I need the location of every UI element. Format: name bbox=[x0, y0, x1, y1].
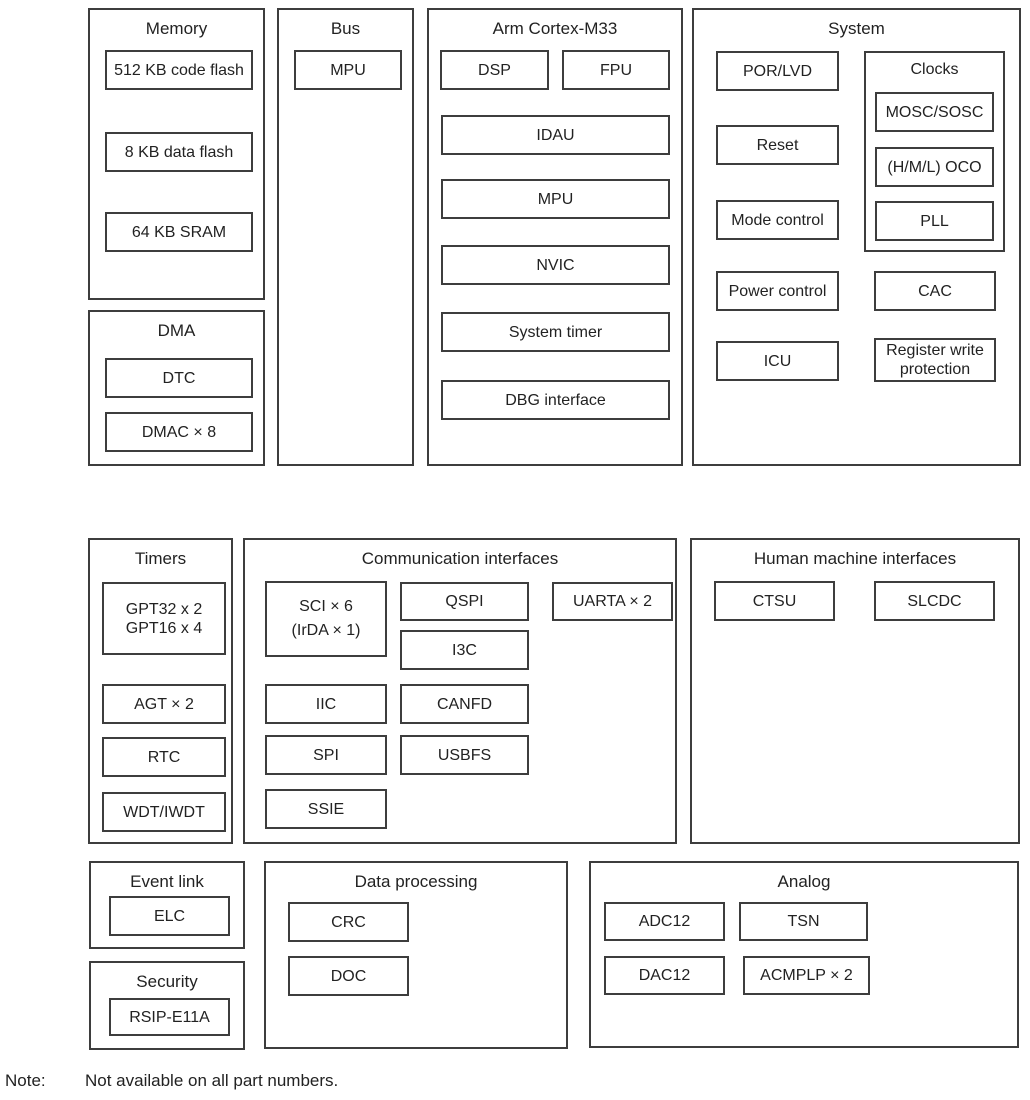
analog-group: Analog ADC12 TSN DAC12 ACMPLP × 2 bbox=[589, 861, 1019, 1048]
security-group-title: Security bbox=[136, 972, 198, 991]
wdt-box: WDT/IWDT bbox=[102, 792, 226, 832]
iic-box: IIC bbox=[265, 684, 387, 724]
clocks-subgroup-title: Clocks bbox=[910, 61, 959, 78]
power-control-box: Power control bbox=[716, 271, 839, 311]
por-lvd-box: POR/LVD bbox=[716, 51, 839, 91]
clocks-subgroup: Clocks MOSC/SOSC (H/M/L) OCO PLL bbox=[864, 51, 1005, 252]
gpt-box: GPT32 x 2 GPT16 x 4 bbox=[102, 582, 226, 655]
ctsu-box: CTSU bbox=[714, 581, 835, 621]
system-group-title: System bbox=[828, 19, 885, 38]
bus-mpu-box: MPU bbox=[294, 50, 402, 90]
note-text: Not available on all part numbers. bbox=[85, 1071, 339, 1090]
adc-box: ADC12 bbox=[604, 902, 725, 941]
icu-box: ICU bbox=[716, 341, 839, 381]
fpu-box: FPU bbox=[562, 50, 670, 90]
cac-box: CAC bbox=[874, 271, 996, 311]
tsn-box: TSN bbox=[739, 902, 868, 941]
crc-box: CRC bbox=[288, 902, 409, 942]
analog-group-title: Analog bbox=[777, 872, 831, 891]
register-write-protection-box: Register write protection bbox=[874, 338, 996, 382]
reset-box: Reset bbox=[716, 125, 839, 165]
data-processing-group: Data processing CRC DOC bbox=[264, 861, 568, 1049]
dbg-interface-box: DBG interface bbox=[441, 380, 670, 420]
event-link-group: Event link ELC bbox=[89, 861, 245, 949]
memory-group: Memory 512 KB code flash 8 KB data flash… bbox=[88, 8, 265, 300]
comm-group: Communication interfaces SCI × 6 (IrDA ×… bbox=[243, 538, 677, 844]
security-group: Security RSIP-E11A bbox=[89, 961, 245, 1050]
cortex-group: Arm Cortex-M33 DSP FPU IDAU MPU NVIC Sys… bbox=[427, 8, 683, 466]
dmac-box: DMAC × 8 bbox=[105, 412, 253, 452]
i3c-box: I3C bbox=[400, 630, 529, 670]
timers-group: Timers GPT32 x 2 GPT16 x 4 AGT × 2 RTC W… bbox=[88, 538, 233, 844]
event-link-group-title: Event link bbox=[130, 872, 204, 891]
memory-group-title: Memory bbox=[145, 19, 208, 38]
note-label: Note: bbox=[5, 1071, 46, 1090]
dma-group: DMA DTC DMAC × 8 bbox=[88, 310, 265, 466]
dac-box: DAC12 bbox=[604, 956, 725, 995]
pll-box: PLL bbox=[875, 201, 994, 241]
qspi-box: QSPI bbox=[400, 582, 529, 621]
agt-box: AGT × 2 bbox=[102, 684, 226, 724]
hmi-group: Human machine interfaces CTSU SLCDC bbox=[690, 538, 1020, 844]
data-flash-box: 8 KB data flash bbox=[105, 132, 253, 172]
cortex-group-title: Arm Cortex-M33 bbox=[492, 19, 618, 38]
usbfs-box: USBFS bbox=[400, 735, 529, 775]
comm-group-title: Communication interfaces bbox=[361, 549, 559, 568]
system-timer-box: System timer bbox=[441, 312, 670, 352]
rtc-box: RTC bbox=[102, 737, 226, 777]
uarta-box: UARTA × 2 bbox=[552, 582, 673, 621]
rsip-box: RSIP-E11A bbox=[109, 998, 230, 1036]
dma-group-title: DMA bbox=[157, 321, 196, 340]
acmplp-box: ACMPLP × 2 bbox=[743, 956, 870, 995]
dsp-box: DSP bbox=[440, 50, 549, 90]
nvic-box: NVIC bbox=[441, 245, 670, 285]
hmi-group-title: Human machine interfaces bbox=[753, 549, 957, 568]
bus-group-title: Bus bbox=[330, 19, 361, 38]
ssie-box: SSIE bbox=[265, 789, 387, 829]
mode-control-box: Mode control bbox=[716, 200, 839, 240]
oco-box: (H/M/L) OCO bbox=[875, 147, 994, 187]
timers-group-title: Timers bbox=[134, 549, 187, 568]
dtc-box: DTC bbox=[105, 358, 253, 398]
cortex-mpu-box: MPU bbox=[441, 179, 670, 219]
bus-group: Bus MPU bbox=[277, 8, 414, 466]
sci-box: SCI × 6 (IrDA × 1) bbox=[265, 581, 387, 657]
mosc-sosc-box: MOSC/SOSC bbox=[875, 92, 994, 132]
data-processing-group-title: Data processing bbox=[354, 872, 478, 891]
code-flash-box: 512 KB code flash bbox=[105, 50, 253, 90]
spi-box: SPI bbox=[265, 735, 387, 775]
canfd-box: CANFD bbox=[400, 684, 529, 724]
sram-box: 64 KB SRAM bbox=[105, 212, 253, 252]
system-group: System POR/LVD Reset Mode control Power … bbox=[692, 8, 1021, 466]
elc-box: ELC bbox=[109, 896, 230, 936]
idau-box: IDAU bbox=[441, 115, 670, 155]
doc-box: DOC bbox=[288, 956, 409, 996]
slcdc-box: SLCDC bbox=[874, 581, 995, 621]
